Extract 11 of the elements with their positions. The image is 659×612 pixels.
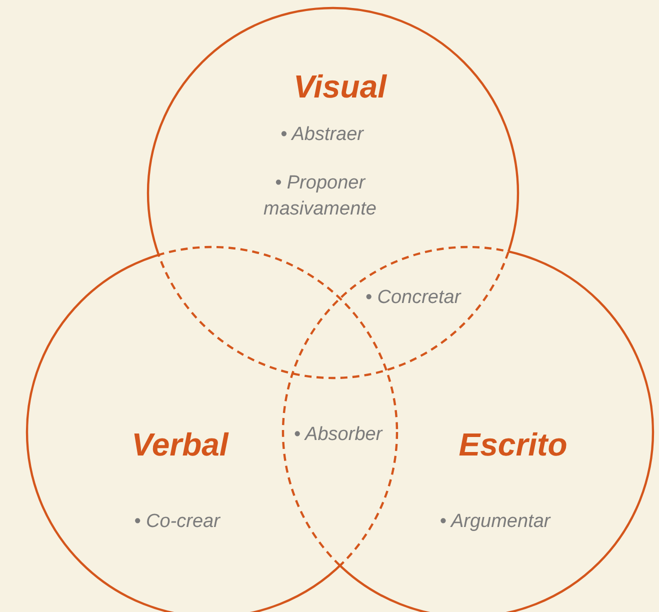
list-item: • Co-crear (134, 511, 220, 533)
circle-title: Escrito (458, 426, 568, 464)
overlap-item: • Absorber (294, 424, 382, 446)
circle-title: Visual (293, 68, 387, 106)
overlap-item: • Concretar (365, 287, 461, 309)
list-item: • Argumentar (440, 511, 550, 533)
circle-title: Verbal (132, 426, 228, 464)
list-item: • Proponer masivamente (262, 171, 378, 221)
venn-circle (281, 245, 655, 612)
venn-circle (146, 6, 520, 380)
list-item: • Abstraer (280, 124, 364, 146)
